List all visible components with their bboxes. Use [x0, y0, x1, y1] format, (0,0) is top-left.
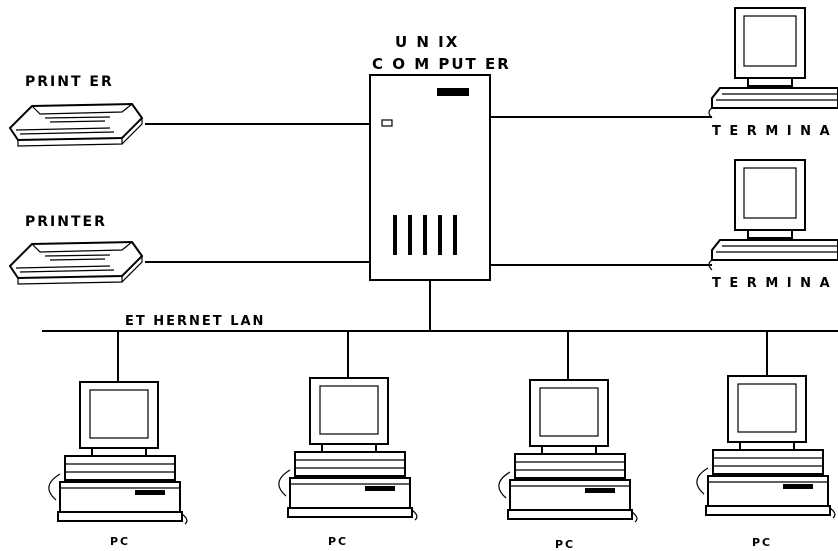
pc-2-label: PC: [328, 535, 348, 548]
printer-2-icon: [10, 242, 142, 284]
server-label-line1: U N IX: [395, 33, 459, 51]
terminal-2: T E R M I N A L: [709, 160, 838, 291]
terminal-2-icon: [709, 160, 838, 270]
printer-2: PRINTER: [10, 214, 142, 284]
pc-4-icon: [697, 376, 835, 518]
server-label-line2: C O M PUT ER: [372, 55, 511, 73]
pc-3: PC: [499, 380, 637, 551]
printer-2-label: PRINTER: [25, 214, 107, 230]
printer-1-label: PRINT ER: [25, 74, 114, 90]
pc-4: PC: [697, 376, 835, 549]
printer-1-icon: [10, 104, 142, 146]
pc-1-label: PC: [110, 535, 130, 548]
pc-2-icon: [279, 378, 417, 520]
pc-1: PC: [49, 382, 187, 548]
pc-4-label: PC: [752, 536, 772, 549]
ethernet-lan-label: ET HERNET LAN: [125, 314, 265, 329]
pc-3-label: PC: [555, 538, 575, 551]
terminal-1: T E R M I N A L: [709, 8, 838, 139]
terminal-1-label: T E R M I N A L: [712, 124, 838, 139]
terminal-1-icon: [709, 8, 838, 118]
terminal-2-label: T E R M I N A L: [712, 276, 838, 291]
pc-2: PC: [279, 378, 417, 548]
unix-computer: U N IX C O M PUT ER: [370, 33, 511, 280]
server-tower: [370, 75, 490, 280]
printer-1: PRINT ER: [10, 74, 142, 146]
server-drive-slot: [437, 88, 469, 96]
pc-1-icon: [49, 382, 187, 524]
pc-3-icon: [499, 380, 637, 522]
